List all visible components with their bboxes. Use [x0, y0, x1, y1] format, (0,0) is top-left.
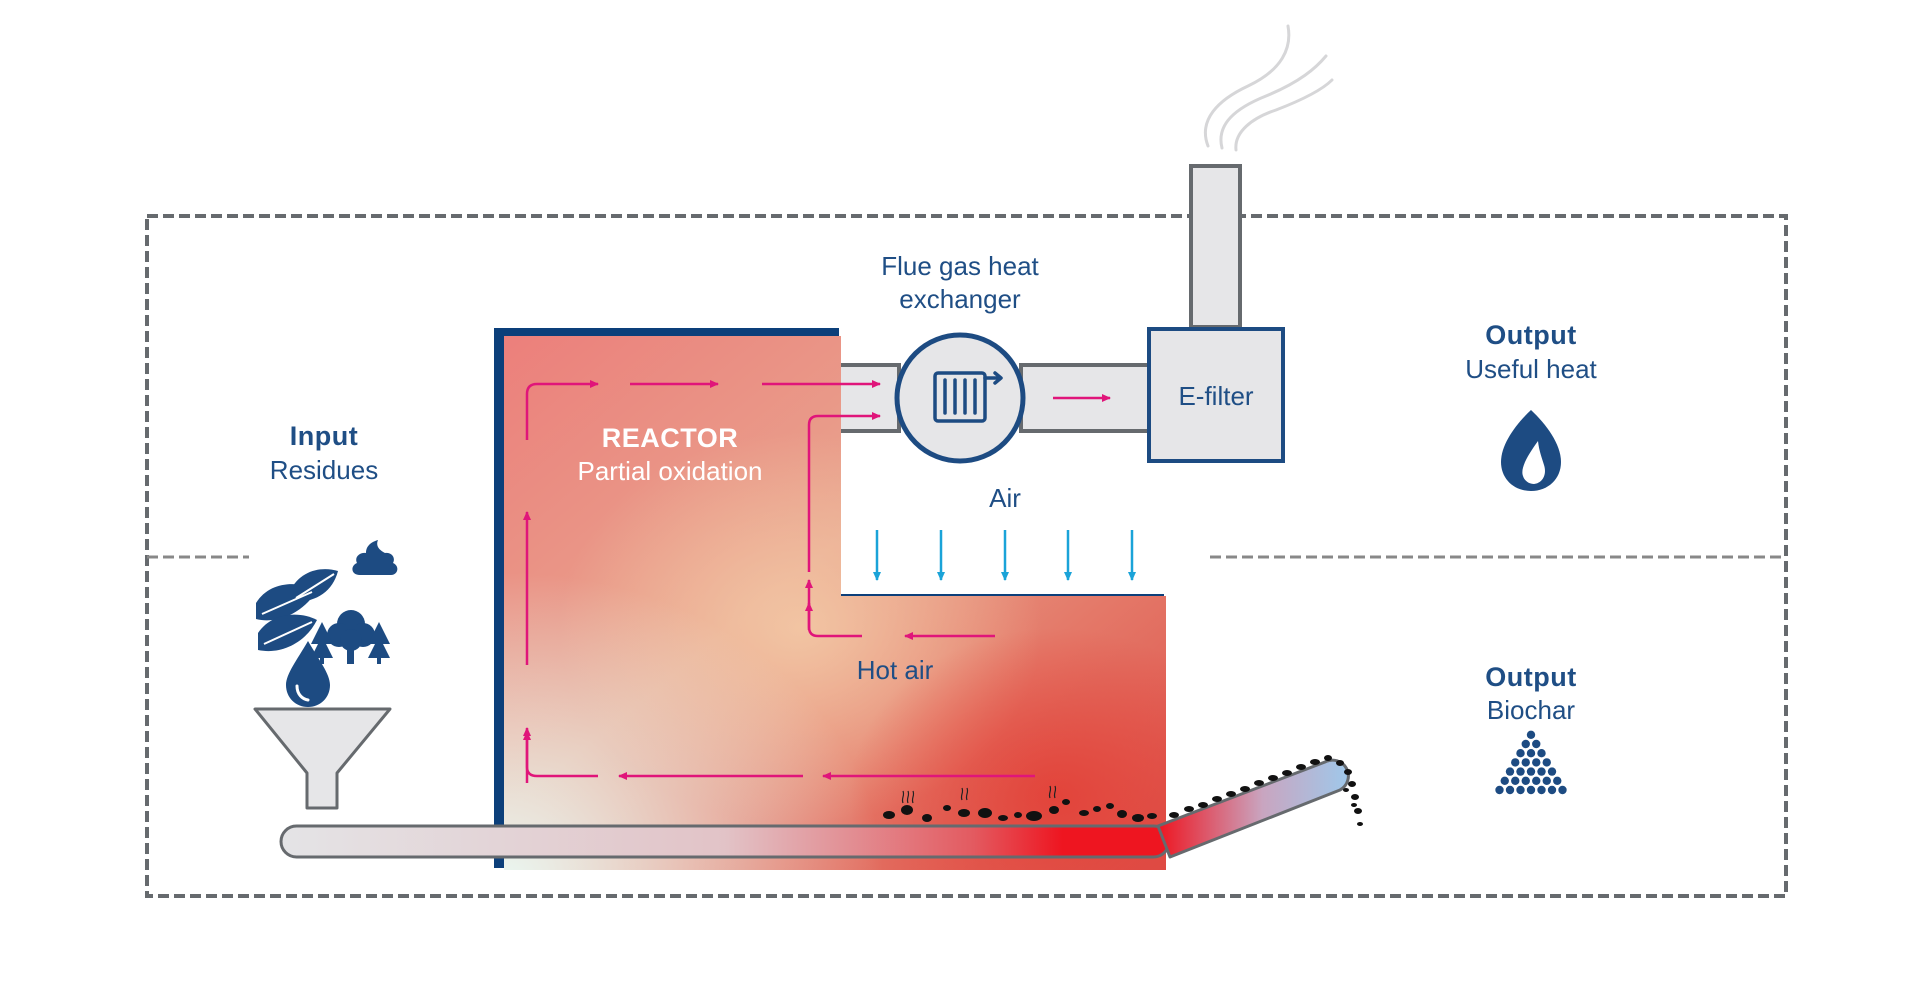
heat-exchanger-label-line2: exchanger: [899, 284, 1021, 314]
biochar-dot: [1532, 758, 1541, 767]
output-heat-subtitle: Useful heat: [1465, 354, 1597, 384]
radiator-icon: [933, 371, 1003, 423]
conveyor-belt: [279, 758, 1350, 859]
biochar-dot: [1505, 767, 1515, 776]
e-filter-label: E-filter: [1178, 381, 1254, 411]
heat-exchanger: [894, 332, 1026, 464]
biochar-dot: [1542, 776, 1551, 785]
biochar-dot: [1547, 785, 1557, 795]
biochar-dot: [1526, 785, 1536, 795]
biochar-dot: [1547, 767, 1557, 776]
flame-icon: [1501, 410, 1561, 491]
biochar-particles: [883, 755, 1363, 826]
biochar-dot: [1521, 739, 1530, 749]
chimney: [1189, 164, 1242, 329]
biochar-dot: [1526, 730, 1536, 739]
biochar-dot: [1511, 776, 1520, 785]
biochar-dot: [1505, 785, 1515, 795]
hot-air-label: Hot air: [856, 655, 934, 685]
steam-wisps: [901, 785, 1057, 804]
biochar-dot: [1532, 739, 1541, 749]
leaves-icon: [256, 569, 338, 652]
biochar-dot: [1532, 776, 1541, 785]
reactor-title: REACTOR: [601, 423, 739, 453]
biochar-dot: [1558, 785, 1567, 795]
reactor-subtitle: Partial oxidation: [577, 456, 763, 486]
gas-flow-arrows: [523, 380, 1111, 783]
e-filter-box: [1147, 327, 1285, 463]
biochar-dot: [1537, 767, 1546, 776]
poop-icon: [352, 540, 398, 575]
funnel-icon: [253, 707, 392, 810]
output-heat-title: Output: [1485, 320, 1577, 350]
biochar-dot: [1500, 776, 1509, 785]
biochar-pile-icon: [1495, 730, 1567, 795]
input-subtitle: Residues: [269, 455, 379, 485]
biochar-dot: [1537, 749, 1546, 758]
biochar-dot: [1526, 767, 1536, 776]
input-title: Input: [289, 421, 359, 451]
biochar-dot: [1553, 776, 1562, 785]
biochar-dot: [1495, 785, 1504, 795]
biochar-dot: [1516, 749, 1525, 758]
biochar-dot: [1526, 749, 1536, 758]
output-biochar-title: Output: [1485, 662, 1577, 692]
biochar-dot: [1521, 776, 1530, 785]
biochar-dot: [1516, 785, 1525, 795]
air-label: Air: [989, 483, 1021, 513]
air-inlet-arrows: [873, 530, 1136, 581]
output-biochar-subtitle: Biochar: [1486, 695, 1576, 725]
trees-icon: [311, 610, 390, 664]
biochar-dot: [1542, 758, 1551, 767]
biochar-dot: [1537, 785, 1546, 795]
biochar-dot: [1511, 758, 1520, 767]
heat-exchanger-label-line1: Flue gas heat: [881, 251, 1039, 281]
biochar-dot: [1516, 767, 1525, 776]
water-drop-icon: [286, 641, 330, 707]
smoke-icon: [1203, 24, 1334, 152]
biochar-dot: [1521, 758, 1530, 767]
flue-duct-left: [837, 363, 901, 433]
